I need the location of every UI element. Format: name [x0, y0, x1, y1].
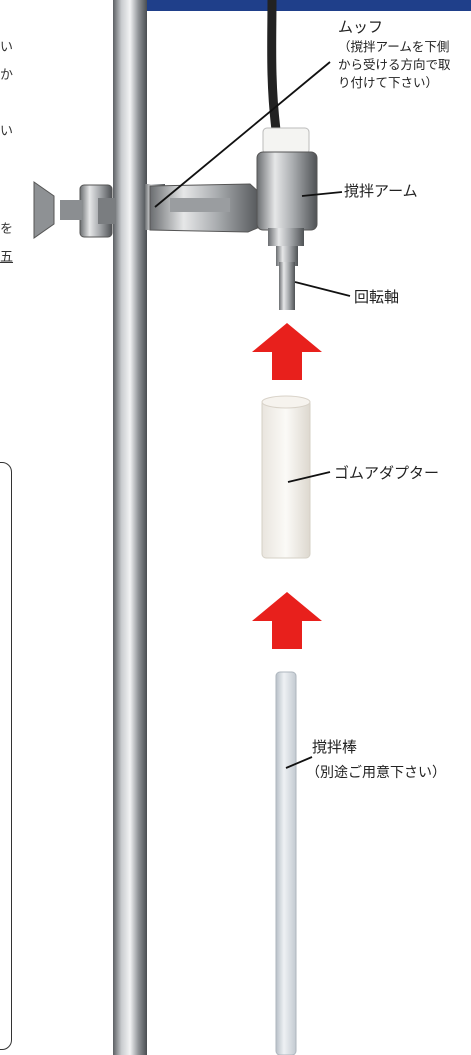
rubber-adapter	[261, 395, 311, 559]
stirring-arm	[256, 127, 318, 266]
arm-label: 撹拌アーム	[344, 182, 418, 200]
adapter-label: ゴムアダプター	[334, 464, 440, 482]
cropped-left-text: い か い を 五	[0, 20, 14, 280]
rotating-shaft	[279, 262, 295, 310]
left-fragment: 五	[0, 250, 14, 265]
leader-lines	[154, 61, 351, 769]
muff-clamp	[33, 181, 263, 239]
stirring-rod	[275, 671, 297, 1055]
left-fragment: を	[0, 222, 14, 237]
arrow-up-icon	[252, 592, 322, 649]
left-fragment: い	[0, 124, 14, 139]
shaft-label: 回転軸	[354, 288, 400, 306]
rod-note: （別途ご用意下さい）	[306, 765, 446, 781]
muff-label: ムッフ	[338, 18, 384, 36]
muff-note-line-3: り付けて下さい）	[338, 75, 439, 90]
muff-note-line-1: （撹拌アームを下側	[338, 39, 450, 54]
muff-note-line-2: から受ける方向で取	[338, 57, 451, 72]
rod-label: 撹拌棒	[312, 738, 358, 756]
header-bar	[113, 0, 471, 11]
left-fragment: か	[0, 68, 14, 83]
stand-rod	[113, 0, 147, 1055]
left-fragment: い	[0, 40, 14, 55]
flex-cable	[267, 0, 281, 131]
arrow-up-icon	[252, 323, 322, 380]
